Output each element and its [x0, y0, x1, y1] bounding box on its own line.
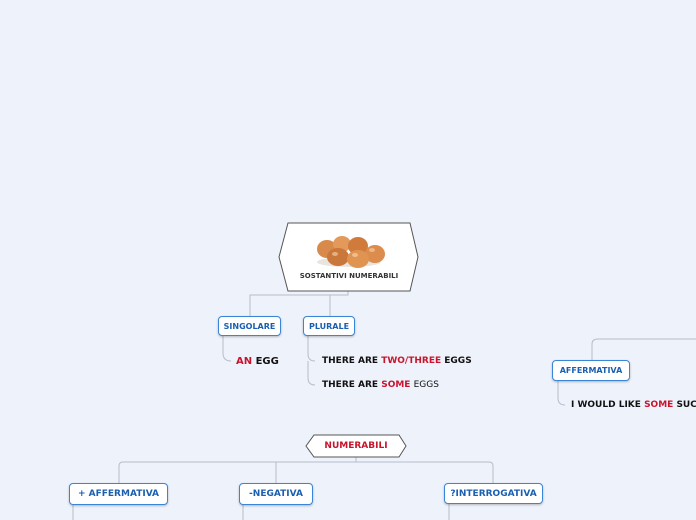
- affermativa-label: + AFFERMATIVA: [77, 489, 160, 499]
- interrogativa-node[interactable]: ?INTERROGATIVA: [444, 483, 543, 504]
- plurale-example-1[interactable]: THERE ARE TWO/THREE EGGS: [322, 356, 472, 366]
- affermativa-right-example[interactable]: I WOULD LIKE SOME SUC: [571, 400, 696, 410]
- singolare-example[interactable]: AN EGG: [236, 356, 279, 367]
- plurale-node[interactable]: PLURALE: [303, 316, 355, 336]
- plurale-example-2[interactable]: THERE ARE SOME EGGS: [322, 380, 439, 390]
- singolare-node[interactable]: SINGOLARE: [218, 316, 281, 336]
- interrogativa-label: ?INTERROGATIVA: [450, 488, 537, 499]
- plurale-label: PLURALE: [308, 321, 350, 331]
- numerabili-node-shape: [305, 434, 407, 458]
- negativa-label: -NEGATIVA: [249, 489, 303, 499]
- numerabili-node-label[interactable]: NUMERABILI: [324, 441, 388, 451]
- affermativa-node[interactable]: + AFFERMATIVA: [69, 483, 168, 505]
- eggs-image: [317, 236, 385, 268]
- negativa-node[interactable]: -NEGATIVA: [239, 483, 313, 505]
- root-node-label[interactable]: SOSTANTIVI NUMERABILI: [299, 272, 399, 280]
- affermativa-right-node[interactable]: AFFERMATIVA: [552, 360, 630, 381]
- singolare-label: SINGOLARE: [223, 321, 276, 331]
- affermativa-right-label: AFFERMATIVA: [559, 366, 623, 375]
